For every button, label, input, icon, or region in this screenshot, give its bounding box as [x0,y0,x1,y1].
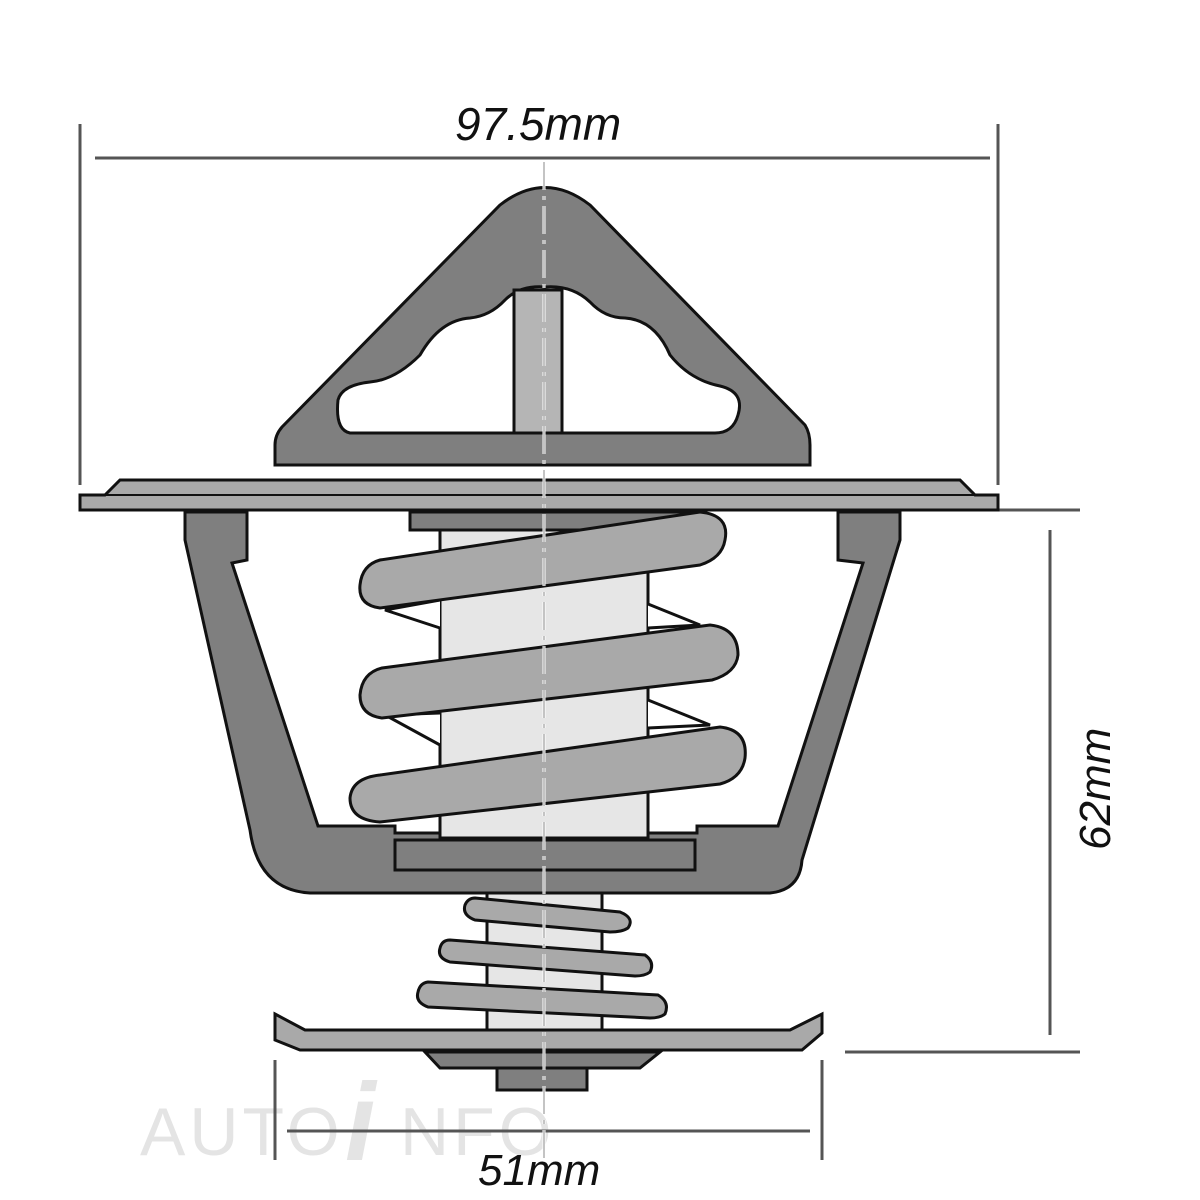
dimension-lines [78,124,1080,1160]
body-height-label: 62mm [1071,728,1120,850]
watermark-i-glyph: i [345,1061,378,1184]
main-spring [348,510,747,824]
flange [78,478,1000,512]
lower-spring [416,891,668,1035]
center-pin [512,288,564,435]
bottom-valve-diameter-label: 51mm [478,1146,600,1195]
valve-plate [273,1011,824,1092]
flange-diameter-label: 97.5mm [455,98,621,150]
